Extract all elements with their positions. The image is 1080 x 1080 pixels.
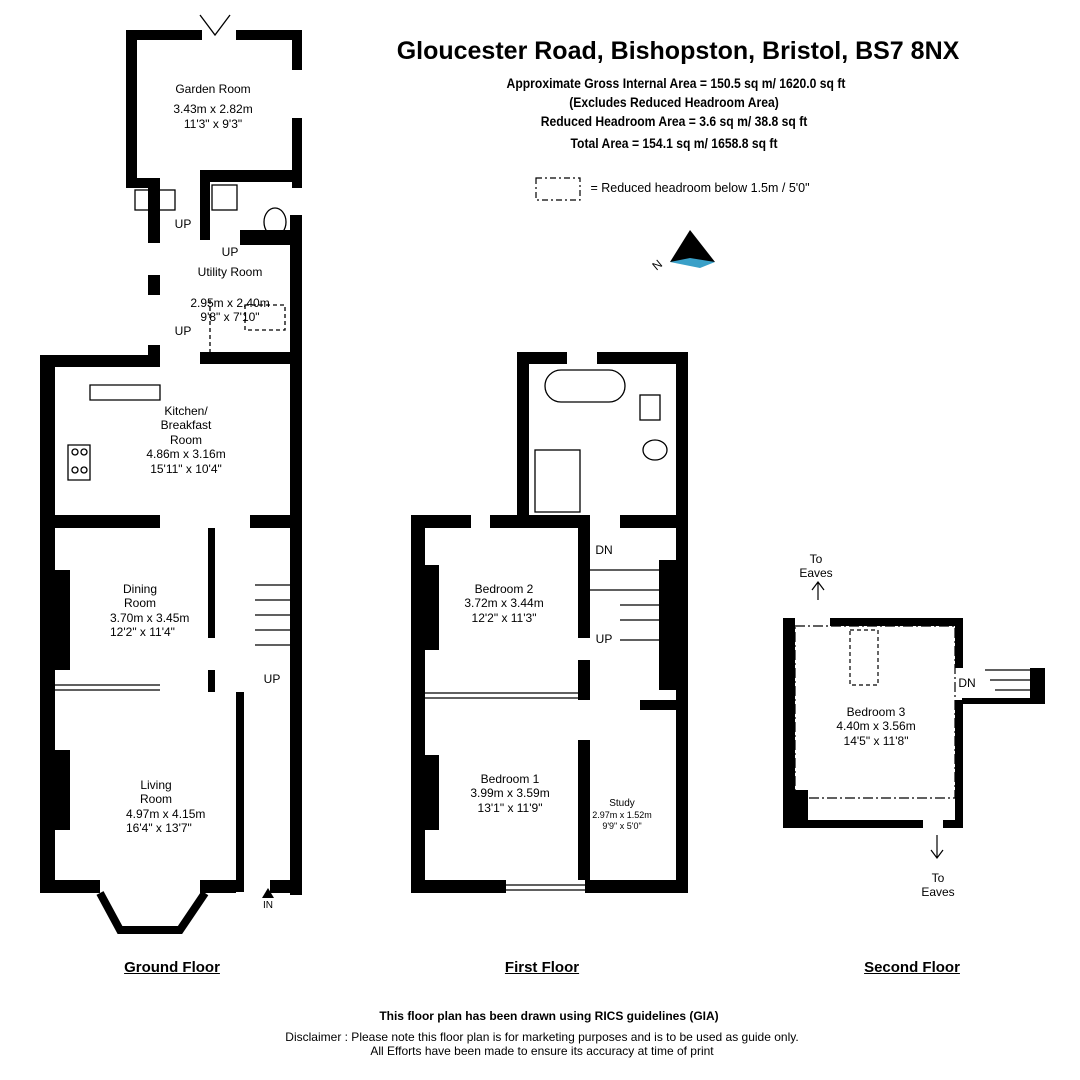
room-imperial: 16'4" x 13'7" [126,821,192,836]
stairs-up-label: UP [263,672,281,686]
first-floor-walls [411,352,688,893]
page-title: Gloucester Road, Bishopston, Bristol, BS… [396,37,960,65]
room-metric: 2.97m x 1.52m [592,810,652,820]
compass-icon [670,230,715,268]
room-imperial: 12'2" x 11'3" [471,610,537,625]
disclaimer-line-1: Disclaimer : Please note this floor plan… [285,1030,799,1044]
excludes-note: (Excludes Reduced Headroom Area) [569,95,779,110]
floor-label-first: First Floor [504,959,580,976]
gross-area: Approximate Gross Internal Area = 150.5 … [506,76,846,91]
room-imperial: 11'3" x 9'3" [183,116,243,131]
eaves-access-label: To Eaves [799,552,833,581]
room-name: Kitchen/ Breakfast Room [160,404,212,447]
room-name: Bedroom 2 [474,582,534,596]
room-bedroom-3: Bedroom 3 4.40m x 3.56m 14'5" x 11'8" [836,705,915,748]
floor-label-second: Second Floor [864,959,960,976]
room-bedroom-1: Bedroom 1 3.99m x 3.59m 13'1" x 11'9" [470,772,549,815]
stairs-up-label: UP [221,245,239,259]
second-floor-walls [783,618,1045,828]
room-name: Garden Room [175,82,251,96]
room-metric: 4.86m x 3.16m [146,447,226,462]
room-utility-dims: 2.95m x 2.40m 9'8" x 7'10" [190,296,269,325]
room-garden-room: Garden Room 3.43m x 2.82m 11'3" x 9'3" [173,82,252,131]
room-kitchen: Kitchen/ Breakfast Room 4.86m x 3.16m 15… [146,404,226,476]
room-study: Study 2.97m x 1.52m 9'9" x 5'0" [592,798,652,832]
room-imperial: 9'9" x 5'0" [602,820,642,831]
stairs-up-label: UP [174,217,192,231]
room-dining-room: Dining Room 3.70m x 3.45m 12'2" x 11'4" [110,582,190,640]
room-name: Utility Room [197,265,263,279]
room-metric: 3.70m x 3.45m [110,610,190,625]
room-imperial: 15'11" x 10'4" [150,461,222,476]
room-utility-room: Utility Room [190,265,270,279]
room-imperial: 12'2" x 11'4" [110,625,175,640]
entrance-arrow-icon [262,888,274,898]
room-name: Dining Room [122,582,158,611]
stairs-up-label: UP [174,324,192,338]
stairs-down-label: DN [595,543,613,557]
total-area: Total Area = 154.1 sq m/ 1658.8 sq ft [570,136,778,151]
room-name: Living Room [139,778,172,807]
room-imperial: 13'1" x 11'9" [477,800,543,815]
room-imperial: 9'8" x 7'10" [200,310,260,325]
floor-label-ground: Ground Floor [124,959,220,976]
entrance-label: IN [263,900,273,911]
room-metric: 3.43m x 2.82m [173,102,253,117]
ground-floor-walls [40,30,302,895]
room-metric: 4.40m x 3.56m [836,719,916,734]
disclaimer-line-2: All Efforts have been made to ensure its… [370,1044,714,1058]
legend-text: = Reduced headroom below 1.5m / 5'0" [590,181,810,195]
stairs-down-label: DN [958,676,976,690]
room-metric: 3.99m x 3.59m [470,786,550,801]
room-bedroom-2: Bedroom 2 3.72m x 3.44m 12'2" x 11'3" [464,582,543,625]
room-metric: 3.72m x 3.44m [464,596,544,611]
room-metric: 2.95m x 2.40m [190,296,270,310]
room-living-room: Living Room 4.97m x 4.15m 16'4" x 13'7" [126,778,206,836]
room-name: Study [609,798,635,809]
room-name: Bedroom 3 [846,705,906,719]
room-imperial: 14'5" x 11'8" [843,733,909,748]
rics-note: This floor plan has been drawn using RIC… [379,1009,719,1023]
reduced-area: Reduced Headroom Area = 3.6 sq m/ 38.8 s… [540,114,808,129]
room-name: Bedroom 1 [480,772,540,786]
stairs-up-label: UP [595,632,613,646]
room-metric: 4.97m x 4.15m [126,806,206,821]
eaves-access-label: To Eaves [921,871,955,900]
